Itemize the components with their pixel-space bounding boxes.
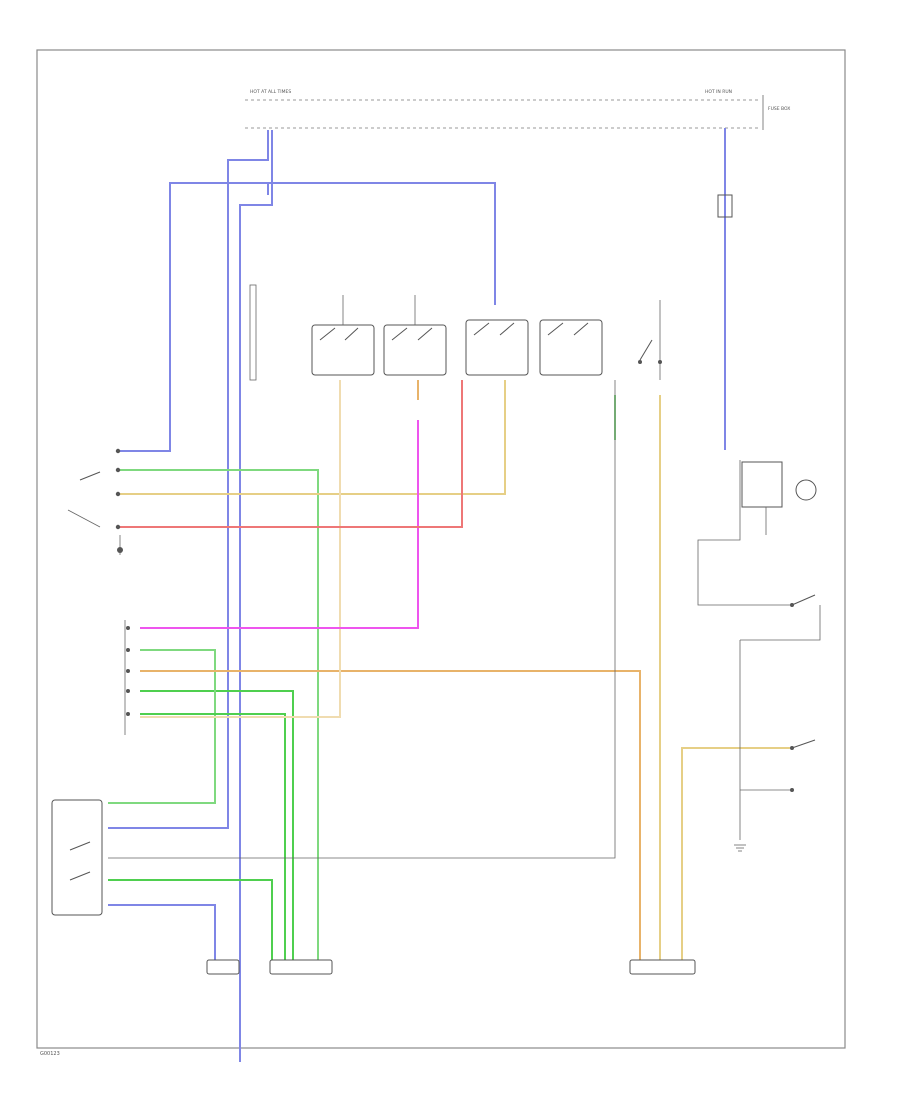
fuse-label-right: HOT IN RUN <box>705 89 732 95</box>
black-wires <box>108 300 821 859</box>
relay-block-1 <box>311 295 375 376</box>
fuse-label-left: HOT AT ALL TIMES <box>250 89 291 95</box>
relay-block-4 <box>539 319 603 376</box>
left-connector-pins <box>124 620 130 735</box>
orange-wires <box>118 380 790 960</box>
right-switch-2 <box>790 739 816 792</box>
green-wires <box>108 395 616 960</box>
top-power-bus: HOT AT ALL TIMES HOT IN RUN FUSE BOX <box>245 89 790 130</box>
relay-block-2 <box>383 295 447 376</box>
pink-red-wires <box>118 380 463 629</box>
bottom-connector-left <box>206 959 333 975</box>
left-door-switch <box>67 448 123 553</box>
right-fuse <box>717 194 733 218</box>
relay-legend <box>249 284 257 381</box>
right-switch-1 <box>790 594 816 607</box>
left-lower-module <box>51 799 103 916</box>
bottom-connector-right <box>629 959 696 975</box>
right-relay <box>741 461 817 535</box>
ground-symbol <box>734 844 746 852</box>
switch-block-5 <box>638 339 662 364</box>
relay-block-3 <box>465 319 529 376</box>
figure-number: G00123 <box>40 1051 60 1057</box>
blue-wires <box>108 128 726 1062</box>
diagram-frame <box>36 49 846 1049</box>
fuse-box-note: FUSE BOX <box>768 106 790 112</box>
